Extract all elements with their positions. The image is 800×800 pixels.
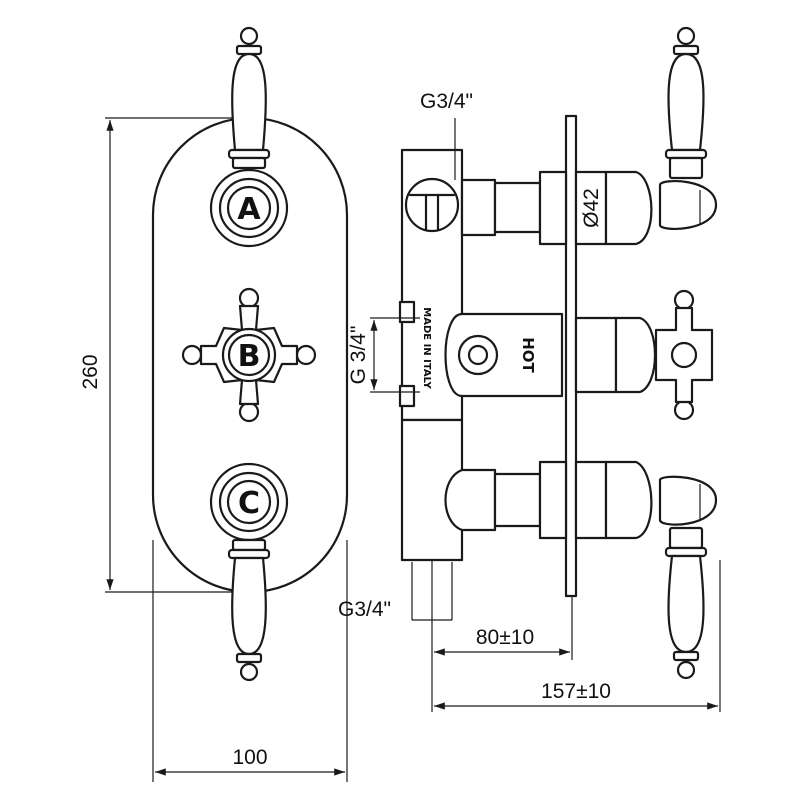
side-cross-handle <box>654 289 714 421</box>
width-dimension: 100 <box>152 540 348 782</box>
depth-dimension-80: 80±10 <box>431 560 573 712</box>
side-lever-bottom <box>658 475 718 680</box>
side-inlet: G 3/4" MADE IN ITALY <box>347 300 432 408</box>
top-inlet-port: G3/4" <box>404 90 473 233</box>
label-c: C <box>238 486 260 521</box>
label-b: B <box>238 339 261 374</box>
side-lever-top <box>658 26 718 230</box>
lever-handle-bottom <box>227 538 271 682</box>
height-dim-label: 260 <box>79 354 102 389</box>
bottom-outlet-label: G3/4" <box>338 598 391 621</box>
side-view: G3/4" Ø42 HOT <box>338 26 721 712</box>
hot-label: HOT <box>519 337 537 373</box>
depth-80-label: 80±10 <box>476 626 534 649</box>
label-a: A <box>237 192 261 227</box>
front-view: 260 100 A <box>79 26 349 782</box>
depth-dimension-157: 157±10 <box>434 560 721 712</box>
wall-plate <box>564 114 578 598</box>
lever-handle-top <box>227 26 271 170</box>
bottom-outlet: G3/4" <box>338 598 452 621</box>
top-inlet-label: G3/4" <box>420 90 473 113</box>
knob-c: C <box>209 462 289 542</box>
diameter-label: Ø42 <box>580 188 603 228</box>
side-inlet-label: G 3/4" <box>347 326 370 385</box>
knob-a: A <box>209 168 289 248</box>
width-dim-label: 100 <box>232 746 267 769</box>
top-cartridge: Ø42 <box>460 170 653 246</box>
bottom-cartridge <box>444 460 653 540</box>
stamp-label: MADE IN ITALY <box>421 307 432 389</box>
height-dimension: 260 <box>79 117 245 593</box>
middle-cartridge: HOT <box>444 312 656 398</box>
cross-handle-b: B <box>181 287 317 423</box>
depth-157-label: 157±10 <box>541 680 611 703</box>
